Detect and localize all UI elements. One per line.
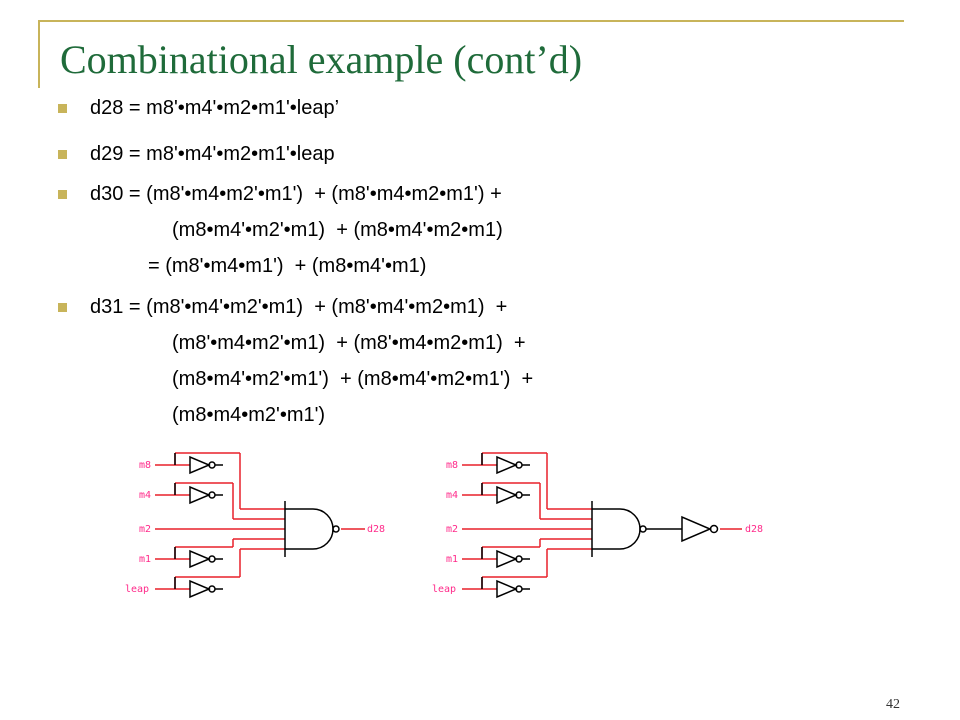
input-label-leap: leap [125,584,149,595]
equation-d30-line2: (m8•m4'•m2'•m1) + (m8•m4'•m2•m1) [172,219,503,241]
output-label-d28: d28 [367,524,385,535]
input-label-m1: m1 [139,554,151,565]
bullet-marker [58,150,67,159]
input-label-m2: m2 [139,524,151,535]
equation-d31-line1: d31 = (m8'•m4'•m2'•m1) + (m8'•m4'•m2•m1)… [90,296,508,318]
input-label-m8: m8 [446,460,458,471]
frame-left-rule [38,20,40,88]
equation-d31-line3: (m8•m4'•m2'•m1') + (m8•m4'•m2•m1') + [172,368,534,390]
equation-d30-line3: = (m8'•m4•m1') + (m8•m4'•m1) [148,255,427,277]
input-label-m8: m8 [139,460,151,471]
output-label-d28: d28 [745,524,763,535]
input-label-leap: leap [432,584,456,595]
equation-d31-line2: (m8'•m4•m2'•m1) + (m8'•m4•m2•m1) + [172,332,526,354]
equation-d29: d29 = m8'•m4'•m2•m1'•leap [90,143,335,165]
page-number: 42 [886,697,900,712]
input-label-m4: m4 [446,490,458,501]
circuit-d28: m8 m4 m2 m1 leap d28 [125,452,385,599]
slide-title: Combinational example (cont’d) [60,37,583,82]
frame-top-rule [38,20,904,22]
bullet-marker [58,190,67,199]
circuit-d28-inverted: m8 m4 m2 m1 leap d28 [432,452,763,599]
bullet-marker [58,104,67,113]
equation-d28: d28 = m8'•m4'•m2•m1'•leap’ [90,97,340,119]
bullet-marker [58,303,67,312]
input-label-m2: m2 [446,524,458,535]
input-label-m4: m4 [139,490,151,501]
equation-d30-line1: d30 = (m8'•m4•m2'•m1') + (m8'•m4•m2•m1')… [90,183,502,205]
equation-d31-line4: (m8•m4•m2'•m1') [172,404,326,426]
input-label-m1: m1 [446,554,458,565]
